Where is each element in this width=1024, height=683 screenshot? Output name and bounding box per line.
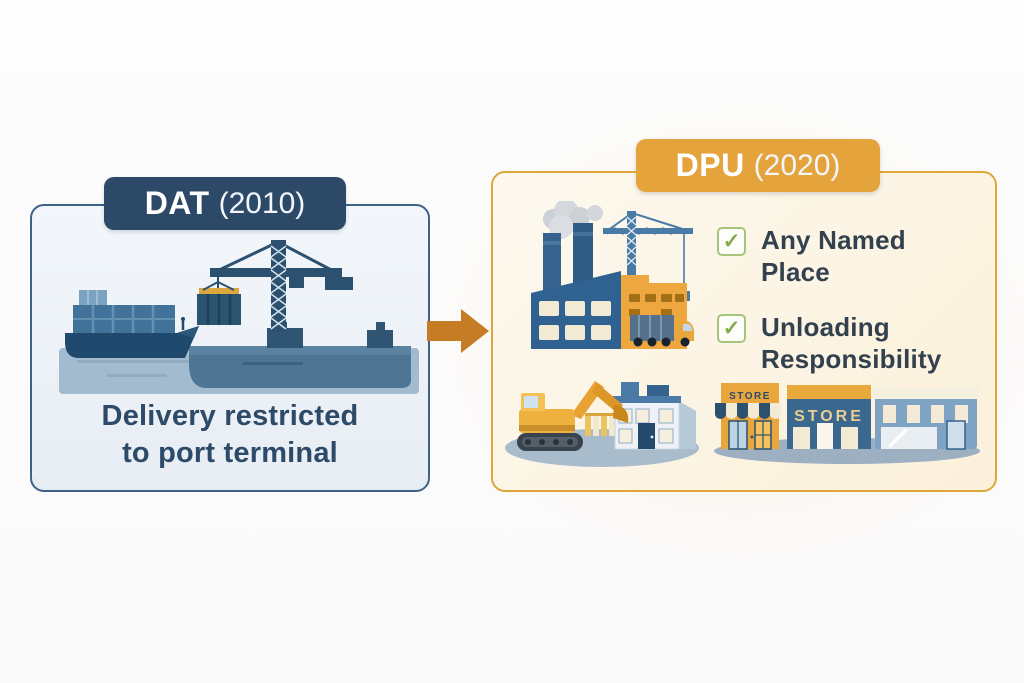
checklist-label: Unloading Responsibility <box>761 312 942 375</box>
checklist-item-unloading-responsibility: ✓ Unloading Responsibility <box>717 312 985 375</box>
excavator-warehouse-illustration <box>505 381 699 467</box>
dock <box>189 322 411 388</box>
dpu-year: (2020) <box>753 148 841 182</box>
transition-arrow-right-icon <box>427 309 489 353</box>
small-shop: STORE <box>715 383 781 450</box>
check-glyph: ✓ <box>722 230 741 253</box>
dat-header-badge: DAT (2010) <box>104 177 346 230</box>
dat-caption-line2: to port terminal <box>122 436 338 469</box>
storefronts-illustration: STORE STORE <box>714 383 980 464</box>
factory-illustration <box>531 201 694 349</box>
check-glyph: ✓ <box>722 317 741 341</box>
store-building: STORE <box>787 385 871 449</box>
tower-crane <box>603 211 693 311</box>
dat-caption-line1: Delivery restricted <box>101 399 359 432</box>
warehouse-building <box>613 382 696 450</box>
excavator <box>517 381 629 451</box>
truck <box>630 315 694 347</box>
dpu-panel: ✓ Any Named Place ✓ Unloading Responsibi… <box>491 171 997 492</box>
dpu-header-badge: DPU (2020) <box>636 139 880 192</box>
checklist-item-any-named-place: ✓ Any Named Place <box>717 225 985 288</box>
dpu-checklist: ✓ Any Named Place ✓ Unloading Responsibi… <box>717 225 985 400</box>
dat-caption: Delivery restricted to port terminal <box>32 398 428 472</box>
dat-year: (2010) <box>218 186 306 220</box>
harbor-crane <box>197 240 353 332</box>
dat-term: DAT <box>144 185 210 221</box>
shop-sign-text: STORE <box>729 391 771 402</box>
dpu-term: DPU <box>675 147 745 183</box>
checkbox-checked-icon: ✓ <box>717 314 746 344</box>
ship-and-port-crane-illustration <box>59 240 419 394</box>
checklist-label: Any Named Place <box>761 225 906 287</box>
checkbox-checked-icon: ✓ <box>717 227 746 256</box>
cargo-ship <box>65 290 199 358</box>
factory-building <box>531 271 621 349</box>
shop-building-right <box>873 387 979 450</box>
store-sign-text: STORE <box>794 408 864 425</box>
dat-panel: Delivery restricted to port terminal <box>30 204 430 492</box>
